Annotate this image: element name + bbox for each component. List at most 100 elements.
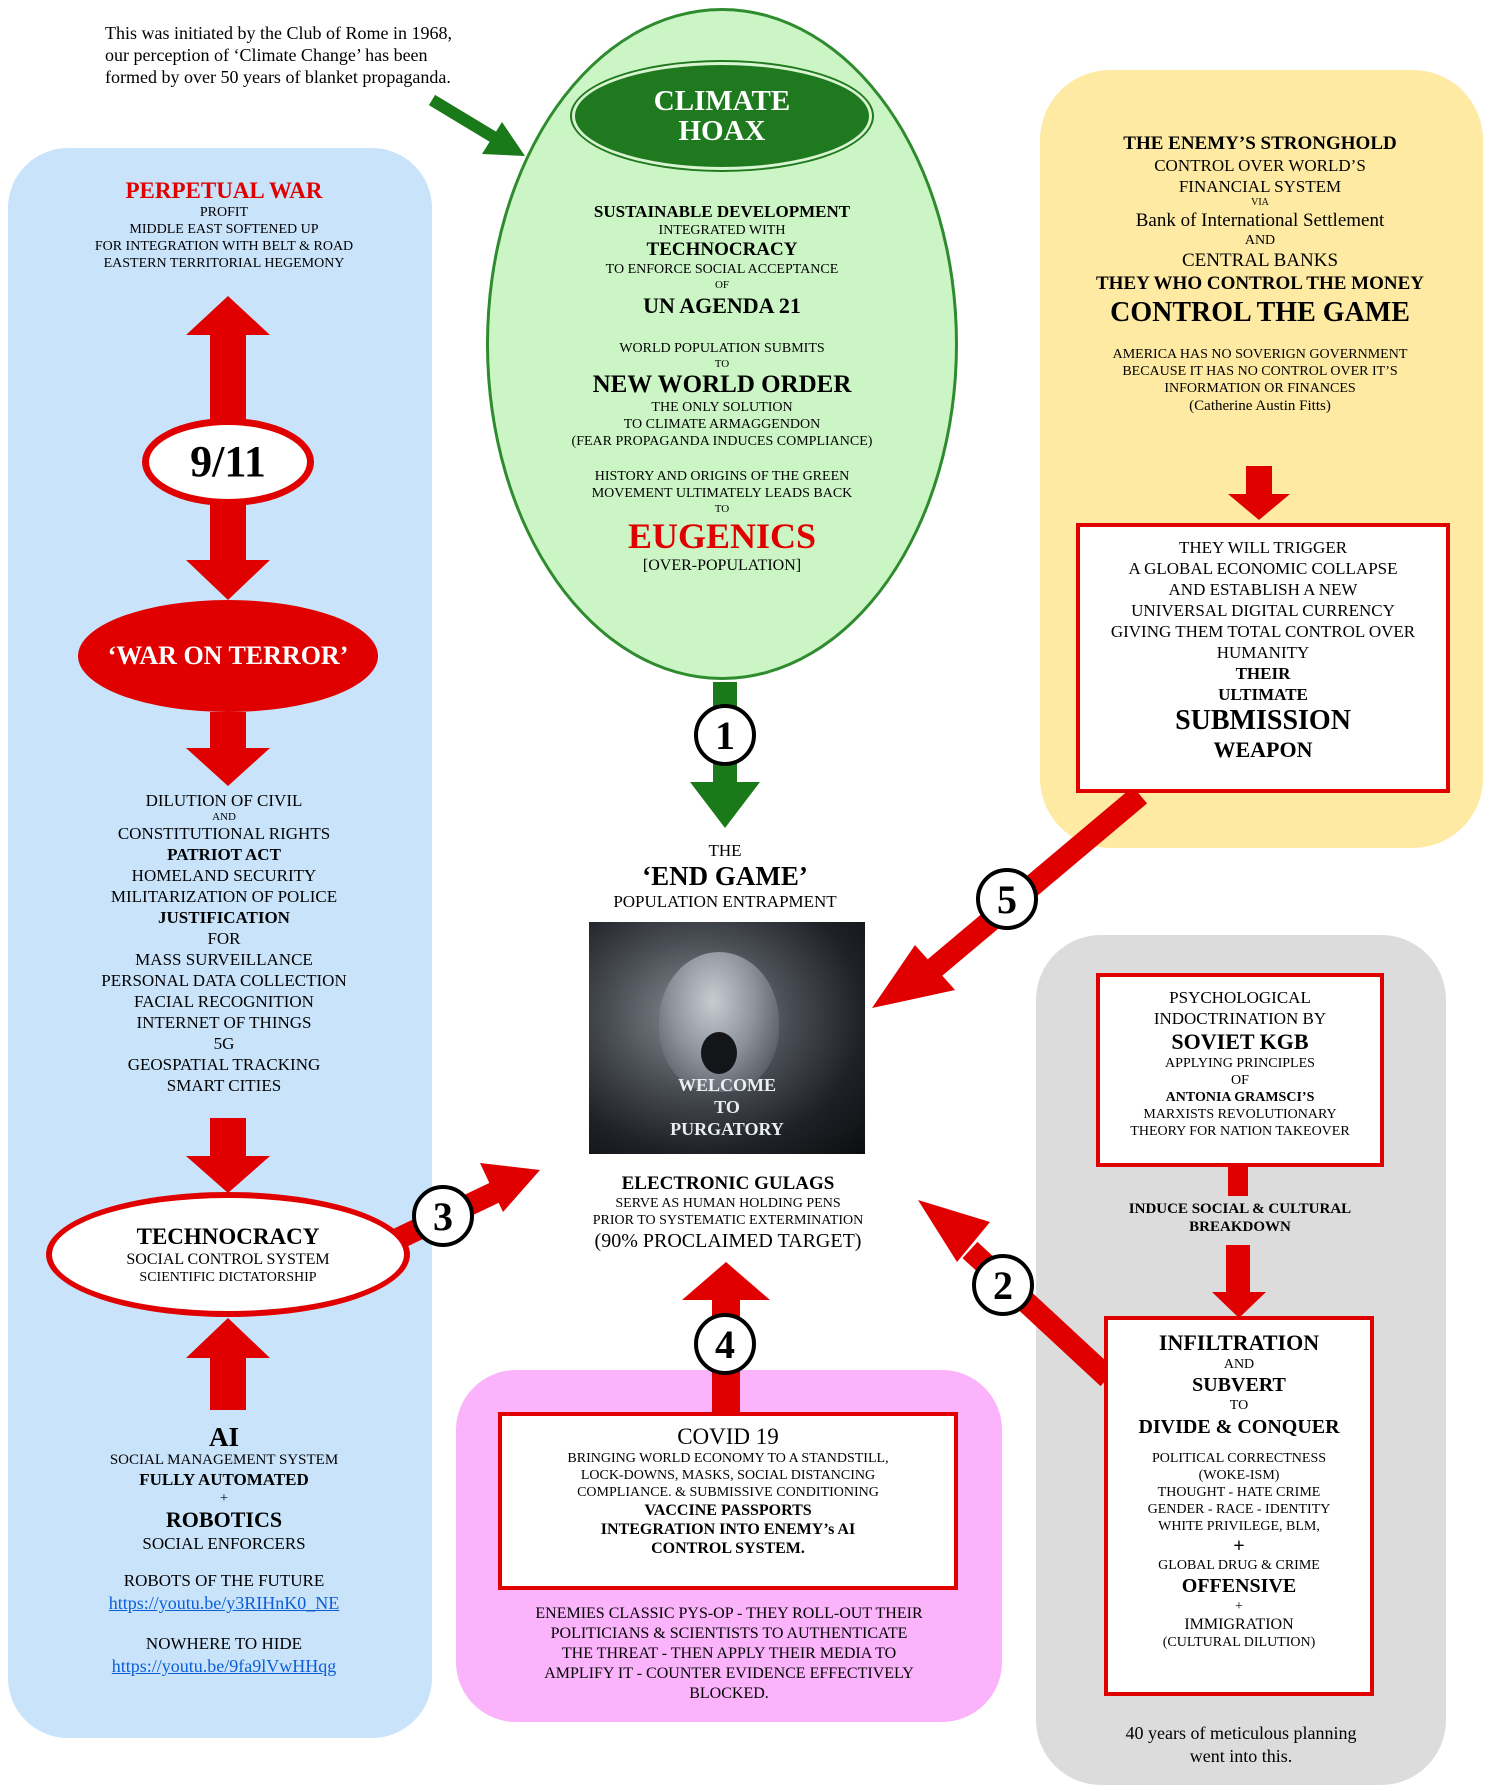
infiltration-13: OFFENSIVE — [1181, 1575, 1297, 1597]
image-text-1: WELCOME — [677, 1075, 776, 1095]
infiltration-7: (WOKE-ISM) — [1198, 1468, 1280, 1483]
covid-title: COVID 19 — [677, 1424, 779, 1449]
kgb-4: APPLYING PRINCIPLES — [1165, 1056, 1315, 1071]
dilution-11: FACIAL RECOGNITION — [134, 992, 314, 1011]
climate-l14: MOVEMENT ULTIMATELY LEADS BACK — [591, 486, 853, 501]
dilution-3: CONSTITUTIONAL RIGHTS — [117, 824, 331, 843]
covid-3: COMPLIANCE. & SUBMISSIVE CONDITIONING — [577, 1485, 879, 1500]
climate-l8: TO — [714, 358, 730, 370]
gulags-3: (90% PROCLAIMED TARGET) — [594, 1230, 862, 1252]
dilution-12: INTERNET OF THINGS — [136, 1013, 312, 1032]
dilution-8: FOR — [207, 929, 241, 948]
planning-2: went into this. — [1189, 1746, 1293, 1766]
climate-l2: INTEGRATED WITH — [658, 223, 786, 238]
step-4-circle: 4 — [694, 1313, 756, 1375]
technocracy-line-1: SOCIAL CONTROL SYSTEM — [126, 1250, 330, 1268]
robotics-title: ROBOTICS — [165, 1507, 283, 1532]
war-line-4: EASTERN TERRITORIAL HEGEMONY — [103, 256, 345, 271]
psyop-5: BLOCKED. — [689, 1685, 769, 1702]
robotics-line: SOCIAL ENFORCERS — [142, 1534, 306, 1553]
gulags-block: ELECTRONIC GULAGS SERVE AS HUMAN HOLDING… — [548, 1172, 908, 1253]
infiltration-box: INFILTRATION AND SUBVERT TO DIVIDE & CON… — [1104, 1316, 1374, 1696]
stronghold-block: THE ENEMY’S STRONGHOLD CONTROL OVER WORL… — [1060, 132, 1460, 416]
trigger-6: HUMANITY — [1216, 643, 1310, 662]
trigger-1: THEY WILL TRIGGER — [1178, 538, 1348, 557]
war-line-1: PROFIT — [199, 205, 249, 220]
step-2-circle: 2 — [972, 1254, 1034, 1316]
climate-l11: TO CLIMATE ARMAGGENDON — [623, 417, 821, 432]
covid-1: BRINGING WORLD ECONOMY TO A STANDSTILL, — [567, 1451, 889, 1466]
infiltration-12: GLOBAL DRUG & CRIME — [1158, 1558, 1320, 1573]
infiltration-2: AND — [1223, 1357, 1255, 1372]
psyop-block: ENEMIES CLASSIC PYS-OP - THEY ROLL-OUT T… — [476, 1604, 982, 1704]
infiltration-1: INFILTRATION — [1158, 1330, 1320, 1355]
green-intro-arrow — [428, 94, 525, 156]
step-5-circle: 5 — [976, 868, 1038, 930]
technocracy-title: TECHNOCRACY — [136, 1223, 320, 1249]
trigger-7: THEIR — [1235, 664, 1291, 683]
dilution-5: HOMELAND SECURITY — [131, 866, 317, 885]
kgb-2: INDOCTRINATION BY — [1153, 1009, 1327, 1028]
trigger-10: WEAPON — [1213, 737, 1313, 762]
infiltration-10: WHITE PRIVILEGE, BLM, — [1158, 1519, 1320, 1534]
dilution-6: MILITARIZATION OF POLICE — [110, 887, 338, 906]
ai-block: AI SOCIAL MANAGEMENT SYSTEM FULLY AUTOMA… — [30, 1422, 418, 1678]
kgb-8: THEORY FOR NATION TAKEOVER — [1130, 1124, 1350, 1139]
ai-title: AI — [208, 1422, 239, 1452]
infiltration-11: + — [1233, 1535, 1245, 1557]
nowhere-to-hide-link[interactable]: https://youtu.be/9fa9lVwHHqg — [111, 1656, 337, 1676]
ai-line-3: + — [220, 1491, 228, 1506]
stronghold-1: THE ENEMY’S STRONGHOLD — [1123, 133, 1397, 154]
covid-4: VACCINE PASSPORTS — [644, 1502, 812, 1519]
infiltration-6: POLITICAL CORRECTNESS — [1151, 1451, 1327, 1466]
psyop-1: ENEMIES CLASSIC PYS-OP - THEY ROLL-OUT T… — [535, 1605, 923, 1622]
dilution-15: SMART CITIES — [166, 1076, 282, 1095]
gulags-2: PRIOR TO SYSTEMATIC EXTERMINATION — [592, 1213, 864, 1228]
infiltration-3: SUBVERT — [1192, 1374, 1286, 1396]
climate-l12: (FEAR PROPAGANDA INDUCES COMPLIANCE) — [571, 434, 873, 449]
stronghold-9: CONTROL THE GAME — [1110, 297, 1410, 328]
psyop-3: THE THREAT - THEN APPLY THEIR MEDIA TO — [561, 1645, 897, 1662]
intro-text: This was initiated by the Club of Rome i… — [105, 22, 525, 88]
climate-title-1: CLIMATE — [653, 85, 791, 117]
war-line-2: MIDDLE EAST SOFTENED UP — [129, 222, 319, 237]
robots-future-link[interactable]: https://youtu.be/y3RIHnK0_NE — [108, 1593, 340, 1613]
climate-eugenics: EUGENICS — [627, 516, 817, 556]
stronghold-10: AMERICA HAS NO SOVERIGN GOVERNMENT — [1112, 347, 1408, 362]
planning-1: 40 years of meticulous planning — [1125, 1723, 1357, 1743]
climate-text: SUSTAINABLE DEVELOPMENT INTEGRATED WITH … — [540, 202, 904, 576]
kgb-5: OF — [1231, 1073, 1249, 1088]
climate-l4: TO ENFORCE SOCIAL ACCEPTANCE — [605, 262, 839, 277]
stronghold-2: CONTROL OVER WORLD’S — [1154, 156, 1366, 175]
covid-2: LOCK-DOWNS, MASKS, SOCIAL DISTANCING — [580, 1468, 876, 1483]
end-game-3: POPULATION ENTRAPMENT — [613, 892, 837, 911]
trigger-3: AND ESTABLISH A NEW — [1168, 580, 1358, 599]
infiltration-16: (CULTURAL DILUTION) — [1162, 1635, 1316, 1650]
dilution-1: DILUTION OF CIVIL — [145, 791, 303, 810]
kgb-box: PSYCHOLOGICAL INDOCTRINATION BY SOVIET K… — [1096, 973, 1384, 1167]
dilution-9: MASS SURVEILLANCE — [135, 950, 313, 969]
trigger-9: SUBMISSION — [1175, 705, 1351, 736]
step-3-circle: 3 — [412, 1185, 474, 1247]
gulags-title: ELECTRONIC GULAGS — [621, 1173, 835, 1194]
dilution-10: PERSONAL DATA COLLECTION — [101, 971, 347, 990]
psyop-4: AMPLIFY IT - COUNTER EVIDENCE EFFECTIVEL… — [544, 1665, 914, 1682]
purgatory-image: WELCOME TO PURGATORY — [589, 922, 865, 1154]
dilution-4: PATRIOT ACT — [167, 845, 281, 864]
nowhere-to-hide-label: NOWHERE TO HIDE — [145, 1634, 303, 1653]
intro-line-3: formed by over 50 years of blanket propa… — [105, 67, 451, 87]
climate-l7: WORLD POPULATION SUBMITS — [619, 341, 825, 356]
infiltration-14: + — [1235, 1599, 1243, 1614]
nine-eleven-label: 9/11 — [190, 437, 266, 486]
stronghold-13: (Catherine Austin Fitts) — [1189, 398, 1331, 414]
infiltration-5: DIVIDE & CONQUER — [1138, 1416, 1340, 1438]
step-1-circle: 1 — [694, 704, 756, 766]
image-text-3: PURGATORY — [670, 1119, 784, 1139]
infiltration-9: GENDER - RACE - IDENTITY — [1147, 1502, 1331, 1517]
end-game-1: THE — [708, 841, 742, 860]
climate-l10: THE ONLY SOLUTION — [651, 400, 793, 415]
intro-line-2: our perception of ‘Climate Change’ has b… — [105, 45, 428, 65]
climate-l13: HISTORY AND ORIGINS OF THE GREEN — [594, 469, 850, 484]
infiltration-15: IMMIGRATION — [1184, 1616, 1294, 1633]
intro-line-1: This was initiated by the Club of Rome i… — [105, 23, 452, 43]
